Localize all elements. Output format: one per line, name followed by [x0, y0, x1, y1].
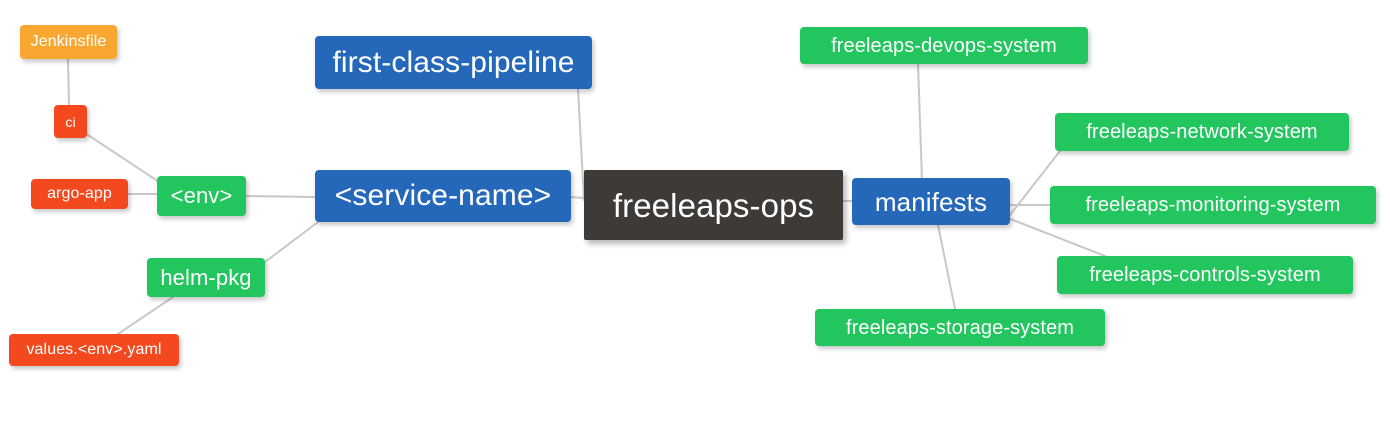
mindmap-node-values-env-yaml[interactable]: values.<env>.yaml [9, 334, 179, 366]
edge-ci-to-jenkinsfile [67, 58, 70, 106]
mindmap-node-freeleaps-controls-system[interactable]: freeleaps-controls-system [1057, 256, 1353, 294]
mindmap-node-argo-app[interactable]: argo-app [31, 179, 128, 209]
mindmap-node-freeleaps-storage-system[interactable]: freeleaps-storage-system [815, 309, 1105, 346]
mindmap-node-env[interactable]: <env> [157, 176, 246, 216]
edge-manifests-to-freeleaps-storage-system [937, 224, 956, 310]
edge-env-to-ci [84, 132, 163, 185]
mindmap-node-jenkinsfile[interactable]: Jenkinsfile [20, 25, 117, 59]
edge-service-name-to-env [245, 195, 316, 198]
mindmap-node-freeleaps-monitoring-system[interactable]: freeleaps-monitoring-system [1050, 186, 1376, 224]
mindmap-node-freeleaps-devops-system[interactable]: freeleaps-devops-system [800, 27, 1088, 64]
mindmap-node-manifests[interactable]: manifests [852, 178, 1010, 225]
edge-service-name-to-helm-pkg [264, 221, 319, 263]
edge-manifests-to-freeleaps-devops-system [917, 63, 923, 181]
mindmap-node-first-class-pipeline[interactable]: first-class-pipeline [315, 36, 592, 89]
mindmap-node-freeleaps-network-system[interactable]: freeleaps-network-system [1055, 113, 1349, 151]
mindmap-node-freeleaps-ops[interactable]: freeleaps-ops [584, 170, 843, 240]
mindmap-node-ci[interactable]: ci [54, 105, 87, 138]
edge-helm-pkg-to-values-env-yaml [114, 296, 174, 337]
mindmap-node-service-name[interactable]: <service-name> [315, 170, 571, 222]
edge-freeleaps-ops-to-service-name [570, 196, 585, 199]
mindmap-node-helm-pkg[interactable]: helm-pkg [147, 258, 265, 297]
